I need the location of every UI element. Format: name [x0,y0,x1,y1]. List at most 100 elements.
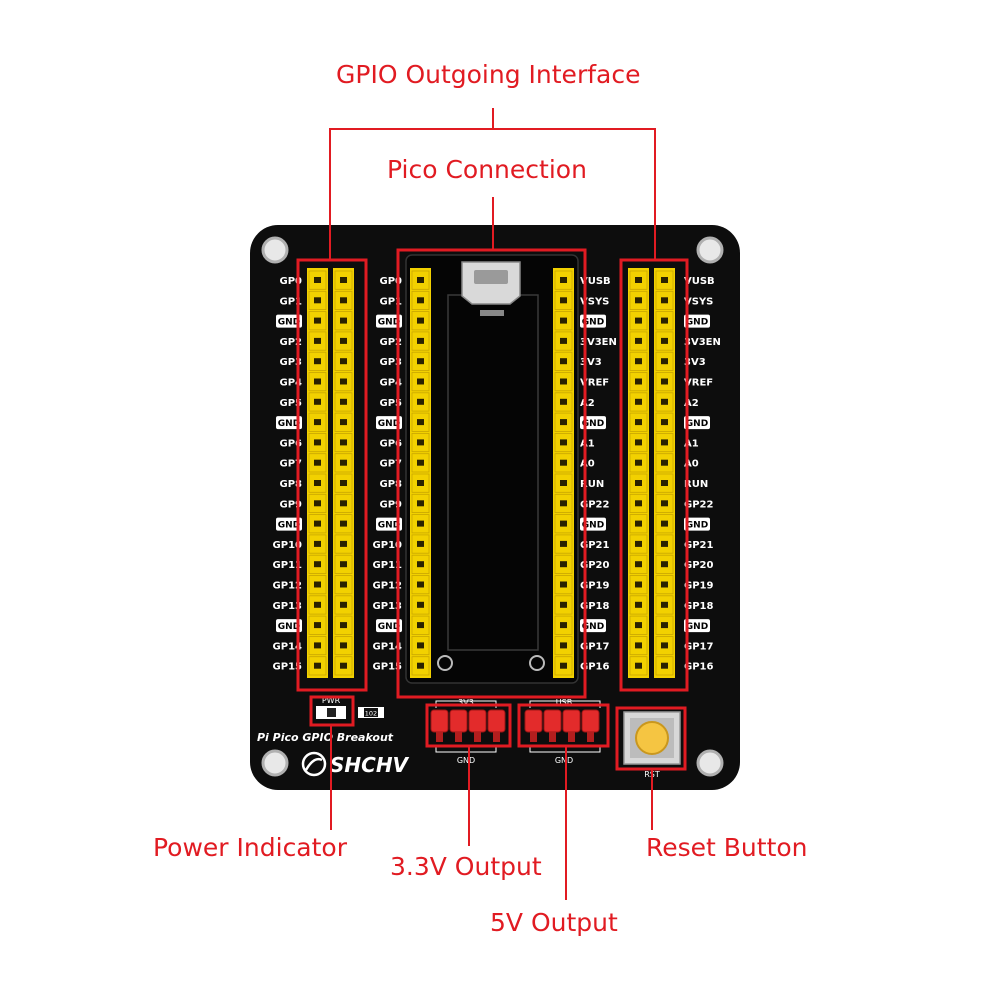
header-pin-hole [635,581,642,588]
pin-label-left: GP9 [380,499,403,510]
power-led: PWR [316,696,346,719]
header-pin-hole [340,439,347,446]
header-pin-cell [554,656,573,676]
gnd-label-box [276,314,302,328]
header-pin-hole [635,277,642,283]
header-pin-cell [629,331,648,351]
header-pin-cell [308,534,327,554]
header-pin-cell [554,432,573,453]
pin-label-right: VSYS [580,296,609,307]
header-pin-hole [635,540,642,547]
header-pin-cell [629,656,648,676]
header-pin-cell [554,534,573,554]
pin-label-left: GP11 [373,560,402,571]
header-pin-cell [308,493,327,513]
micro-usb-icon [461,261,521,316]
v5-output-highlight [517,703,610,748]
header-pin-hole [661,378,668,385]
header-pin-cell [308,432,327,453]
header-pin-cell [308,514,327,534]
header-pin-hole [340,480,347,486]
header-pin-hole [340,581,347,588]
header-pin-cell [655,453,674,473]
red-pin-base [568,732,575,742]
reset-button-callout: Reset Button [646,833,808,862]
pin-label-left: GP6 [380,438,403,449]
header-pin-hole [560,277,567,283]
pin-label-right: VUSB [580,276,611,287]
header-pin-cell [411,351,430,371]
header-pin-hole [635,520,642,527]
pin-label-right: A0 [684,459,699,470]
header-pin-hole [560,520,567,527]
header-pin-hole [560,419,567,426]
header-pin-hole [314,358,321,365]
header-strip-right-inner [628,268,649,678]
header-pin-cell [554,290,573,310]
header-pin-cell [411,392,430,412]
header-pin-cell [308,311,327,331]
header-pin-cell [308,453,327,473]
header-pin-hole [560,398,567,405]
pin-label-right: A0 [580,459,595,470]
header-pin-hole [314,520,321,527]
header-pin-cell [554,453,573,473]
pin-label-right: A1 [684,438,699,449]
mounting-holes [261,236,724,777]
header-pin-hole [635,398,642,405]
red-pin-base [436,732,443,742]
header-pin-cell [629,514,648,534]
red-pin-base [530,732,537,742]
pico-connection-callout: Pico Connection [387,155,587,184]
pin-label-left: GP7 [380,459,403,470]
header-pin-cell [655,351,674,371]
header-pin-hole [340,662,347,669]
pin-label-right: 3V3EN [684,337,721,348]
header-pin-hole [314,581,321,588]
red-pin-cap [430,709,449,733]
pin-label-left: GP12 [273,581,302,592]
header-pin-cell [308,331,327,351]
header-pin-cell [554,554,573,574]
header-pin-hole [661,459,668,466]
header-pin-cell [655,392,674,412]
pin-label-left: GP2 [280,337,303,348]
pin-label-right: GP21 [684,540,713,551]
header-pin-hole [340,297,347,304]
header-pin-cell [411,473,430,493]
red-pin-cap [487,709,506,733]
header-pin-hole [340,378,347,385]
pin-label-left: GND [378,318,400,328]
pin-labels: GP0GP1GNDGP2GP3GP4GP5GNDGP6GP7GP8GP9GNDG… [273,276,721,673]
header-pin-cell [655,270,674,290]
header-pin-hole [661,398,668,405]
header-pin-cell [629,473,648,493]
pin-label-right: 3V3 [684,357,706,368]
pin-label-right: GND [582,419,604,429]
header-pin-hole [560,662,567,669]
header-pin-cell [629,290,648,310]
pin-label-right: GP20 [684,560,713,571]
pin-label-right: RUN [580,479,604,490]
gnd-label-box [376,517,402,531]
header-pin-cell [655,554,674,574]
header-pin-hole [340,520,347,527]
header-pin-hole [314,642,321,649]
pin-label-right: GP19 [684,581,713,592]
red-pin-cap [543,709,562,733]
header-pin-hole [340,277,347,283]
pin-label-right: VREF [684,378,713,389]
red-pin-cap [449,709,468,733]
header-pin-hole [560,459,567,466]
header-pin-hole [314,561,321,568]
red-pin-base [587,732,594,742]
header-strip-right-outer [654,268,675,678]
header-pin-hole [635,378,642,385]
header-pin-cell [334,656,353,676]
red-pin-base [493,732,500,742]
header-pin-hole [417,358,424,365]
header-pin-hole [314,398,321,405]
pin-label-right: 3V3EN [580,337,617,348]
pin-label-right: GP16 [684,662,713,673]
pin-label-right: GP20 [580,560,609,571]
